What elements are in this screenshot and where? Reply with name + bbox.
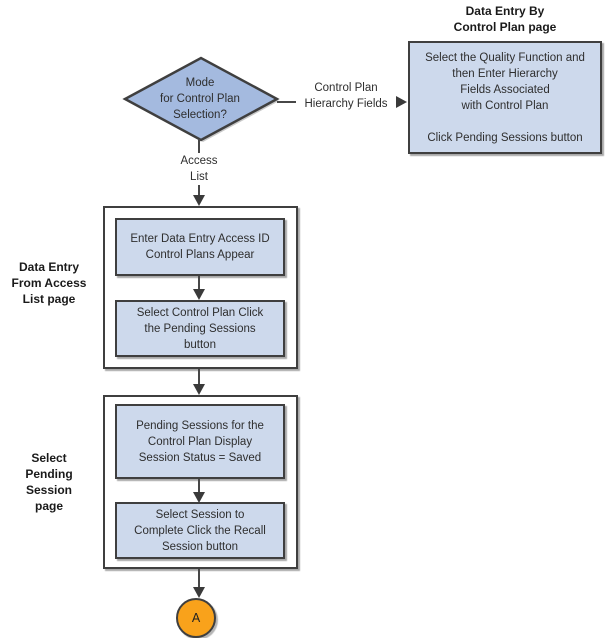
page-title-data-entry-by-control-plan: Data Entry By Control Plan page [453, 4, 557, 34]
connector-line-offpage [198, 569, 200, 588]
process-box-control-plan: Select the Quality Function and then Ent… [408, 41, 602, 154]
arrowhead-down-icon-1 [193, 195, 205, 206]
diamond-shape [122, 56, 280, 142]
step-select-control-plan: Select Control Plan Click the Pending Se… [115, 300, 285, 357]
connector-line-between-groups [198, 369, 200, 385]
arrowhead-down-icon-3 [193, 384, 205, 395]
arrowhead-right-icon [396, 96, 407, 108]
arrowhead-down-icon-4 [193, 492, 205, 503]
decision-label: Mode for Control Plan Selection? [160, 77, 240, 121]
offpage-connector-a: A [176, 598, 216, 638]
arrowhead-down-icon-5 [193, 587, 205, 598]
step-pending-sessions-display: Pending Sessions for the Control Plan Di… [115, 404, 285, 479]
step-enter-access-id: Enter Data Entry Access ID Control Plans… [115, 218, 285, 276]
decision-diamond [122, 56, 280, 142]
step-select-session-recall: Select Session to Complete Click the Rec… [115, 502, 285, 559]
arrowhead-down-icon-2 [193, 289, 205, 300]
side-label-select-pending-session: Select Pending Session page [25, 451, 73, 513]
side-label-data-entry-from-access-list: Data Entry From Access List page [11, 260, 87, 306]
edge-label-control-plan-hierarchy-fields: Control Plan Hierarchy Fields [296, 80, 396, 112]
connector-line-group2 [198, 479, 200, 493]
edge-label-access-list: Access List [168, 153, 230, 185]
connector-line-group1 [198, 276, 200, 291]
